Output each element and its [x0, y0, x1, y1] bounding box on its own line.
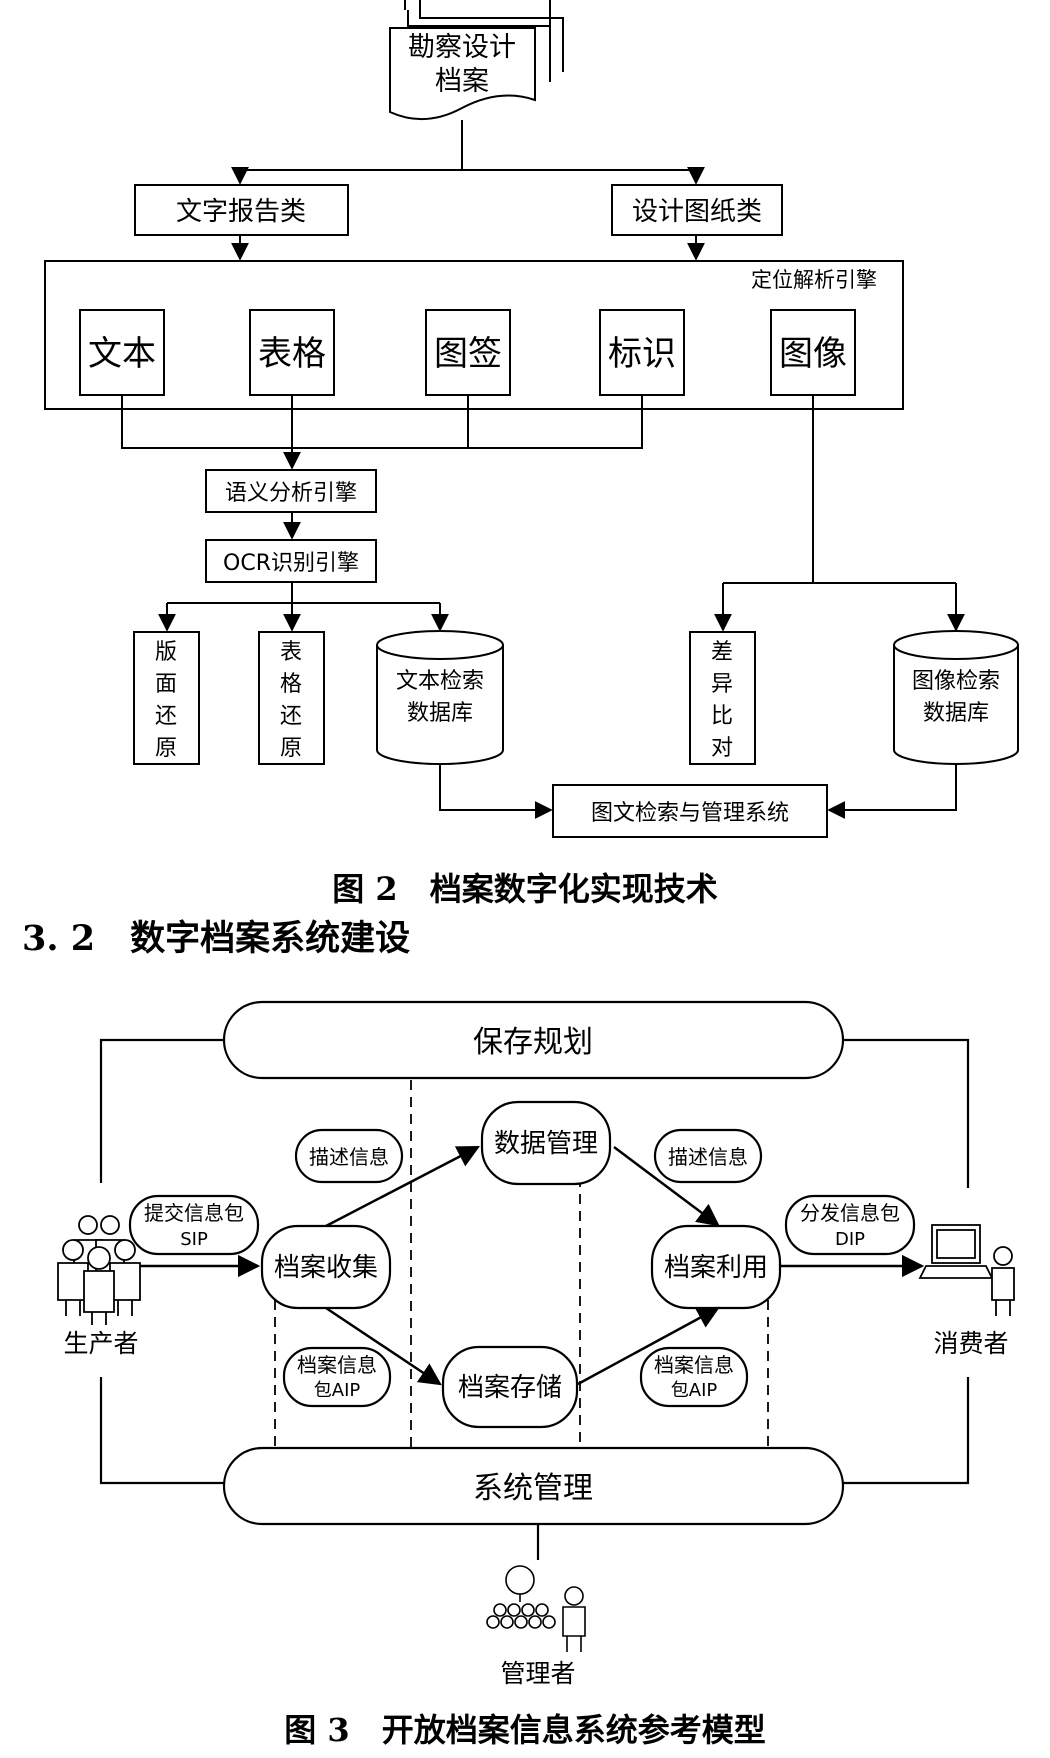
archive-use-label: 档案利用 [664, 1253, 768, 1283]
figure-3: 保存规划 系统管理 数据管理 档案收集 档案利用 档案存储 描述信息 描述信息 … [57, 1000, 1015, 1688]
diff-compare-char: 对 [711, 736, 733, 761]
source-label-line2: 档案 [435, 66, 489, 97]
item-text-label: 文本 [88, 334, 156, 374]
diff-compare-box [689, 631, 756, 765]
admin-label: 管理者 [500, 1659, 575, 1688]
figure-2-caption: 图 2 档案数字化实现技术 [332, 870, 717, 908]
text-report-label: 文字报告类 [176, 197, 306, 227]
dip-label-line2: DIP [835, 1229, 865, 1250]
aip-right-bubble [639, 1346, 749, 1408]
text-db-label-line1: 文本检索 [396, 669, 484, 694]
diff-compare-char: 异 [711, 672, 733, 697]
dip-label-line1: 分发信息包 [800, 1201, 900, 1225]
consumer-computer-icon [918, 1224, 1015, 1316]
image-db-label-line2: 数据库 [923, 701, 989, 726]
layout-restore-char: 版 [155, 640, 177, 665]
image-db-cylinder [893, 630, 1019, 765]
archive-document-stack [389, 0, 564, 121]
item-image-label: 图像 [779, 334, 847, 374]
item-mark-label: 标识 [608, 334, 676, 374]
archive-storage-label: 档案存储 [458, 1373, 562, 1403]
semantic-engine-label: 语义分析引擎 [225, 481, 357, 506]
source-label-line1: 勘察设计 [408, 32, 516, 63]
producer-group-icon [57, 1215, 141, 1325]
section-heading: 3. 2 数字档案系统建设 [22, 918, 410, 959]
desc-info-right-bubble [653, 1128, 763, 1184]
retrieval-system-box [552, 784, 828, 838]
text-db-cylinder [376, 630, 504, 765]
desc-info-right-label: 描述信息 [668, 1145, 748, 1169]
desc-info-left-label: 描述信息 [309, 1145, 389, 1169]
item-table-label: 表格 [258, 334, 326, 374]
text-db-label-line2: 数据库 [407, 701, 473, 726]
consumer-label: 消费者 [933, 1329, 1008, 1358]
layout-restore-char: 原 [155, 736, 177, 761]
figure-3-caption: 图 3 开放档案信息系统参考模型 [284, 1711, 765, 1749]
aip-right-label-line1: 档案信息 [654, 1353, 734, 1377]
table-restore-char: 格 [280, 672, 302, 697]
sip-label-line2: SIP [180, 1229, 208, 1250]
archive-collection-label: 档案收集 [274, 1253, 378, 1283]
aip-left-bubble [282, 1346, 392, 1408]
system-management-pill [222, 1446, 845, 1526]
preservation-planning-pill [222, 1000, 845, 1080]
aip-left-label-line2: 包AIP [314, 1380, 361, 1401]
table-restore-box [258, 631, 325, 765]
sip-label-line1: 提交信息包 [144, 1201, 244, 1225]
item-title-block-label: 图签 [434, 334, 502, 374]
layout-restore-box [133, 631, 200, 765]
data-management-label: 数据管理 [494, 1129, 598, 1159]
image-db-label-line1: 图像检索 [912, 669, 1000, 694]
admin-icon [486, 1565, 586, 1652]
desc-info-left-bubble [294, 1128, 404, 1184]
layout-restore-char: 还 [155, 704, 177, 729]
figure-2: 勘察设计 档案 文字报告类 设计图纸类 定位解析引擎 文本 表格 图签 标识 图… [44, 0, 1019, 838]
archive-storage-node [441, 1345, 579, 1429]
table-restore-char: 还 [280, 704, 302, 729]
retrieval-system-label: 图文检索与管理系统 [591, 801, 789, 826]
locate-parse-engine-label: 定位解析引擎 [751, 268, 877, 292]
table-restore-char: 表 [280, 640, 302, 665]
text-report-box [134, 184, 349, 236]
preservation-planning-label: 保存规划 [473, 1025, 593, 1060]
system-management-label: 系统管理 [473, 1471, 593, 1506]
diff-compare-char: 差 [711, 640, 733, 665]
dip-bubble [784, 1194, 916, 1256]
sip-bubble [128, 1194, 260, 1256]
table-restore-char: 原 [280, 736, 302, 761]
layout-restore-char: 面 [155, 672, 177, 697]
drawing-label: 设计图纸类 [632, 197, 762, 227]
locate-parse-engine-frame [44, 260, 904, 410]
aip-right-label-line2: 包AIP [671, 1380, 718, 1401]
diff-compare-char: 比 [711, 704, 733, 729]
data-management-node [480, 1100, 612, 1186]
aip-left-label-line1: 档案信息 [297, 1353, 377, 1377]
producer-label: 生产者 [63, 1329, 138, 1358]
ocr-engine-label: OCR识别引擎 [223, 551, 359, 576]
